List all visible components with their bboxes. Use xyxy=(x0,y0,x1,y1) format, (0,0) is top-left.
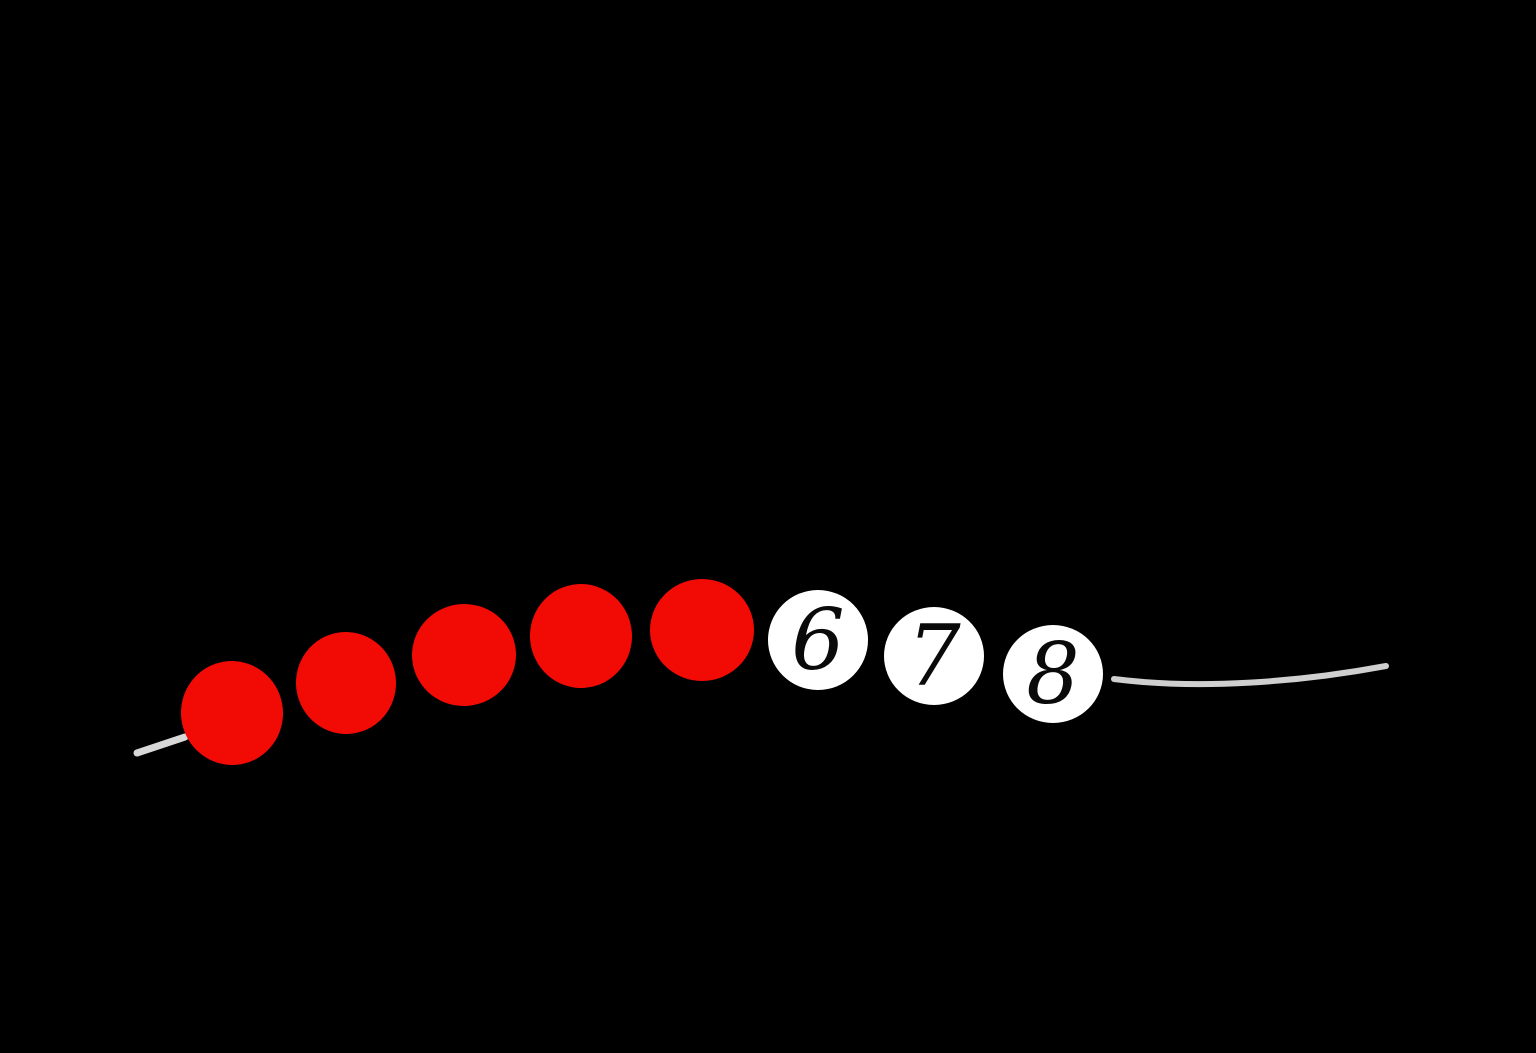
bead-circle-5[interactable] xyxy=(650,579,754,681)
bead-label-8: 8 xyxy=(1026,625,1079,723)
bead-7[interactable]: 7 xyxy=(884,607,984,705)
bead-circle-3[interactable] xyxy=(407,599,521,711)
bead-circle-8[interactable] xyxy=(1003,625,1103,723)
bead-label-7: 7 xyxy=(907,607,961,705)
right-tail-line xyxy=(1111,663,1389,688)
left-tail-line xyxy=(133,733,189,757)
bead-label-6: 6 xyxy=(791,591,844,689)
bead-6[interactable]: 6 xyxy=(768,590,868,690)
bead-circle-4[interactable] xyxy=(526,581,635,692)
bead-circle-7[interactable] xyxy=(884,607,984,705)
bead-circle-2[interactable] xyxy=(289,626,402,741)
bead-5[interactable] xyxy=(650,579,754,681)
bead-3[interactable] xyxy=(407,599,521,711)
bead-2[interactable] xyxy=(289,626,402,741)
bead-1[interactable] xyxy=(174,654,289,771)
bead-8[interactable]: 8 xyxy=(1003,625,1103,723)
bead-circle-6[interactable] xyxy=(768,590,868,690)
bead-circle-1[interactable] xyxy=(174,654,289,771)
bead-4[interactable] xyxy=(526,581,635,692)
